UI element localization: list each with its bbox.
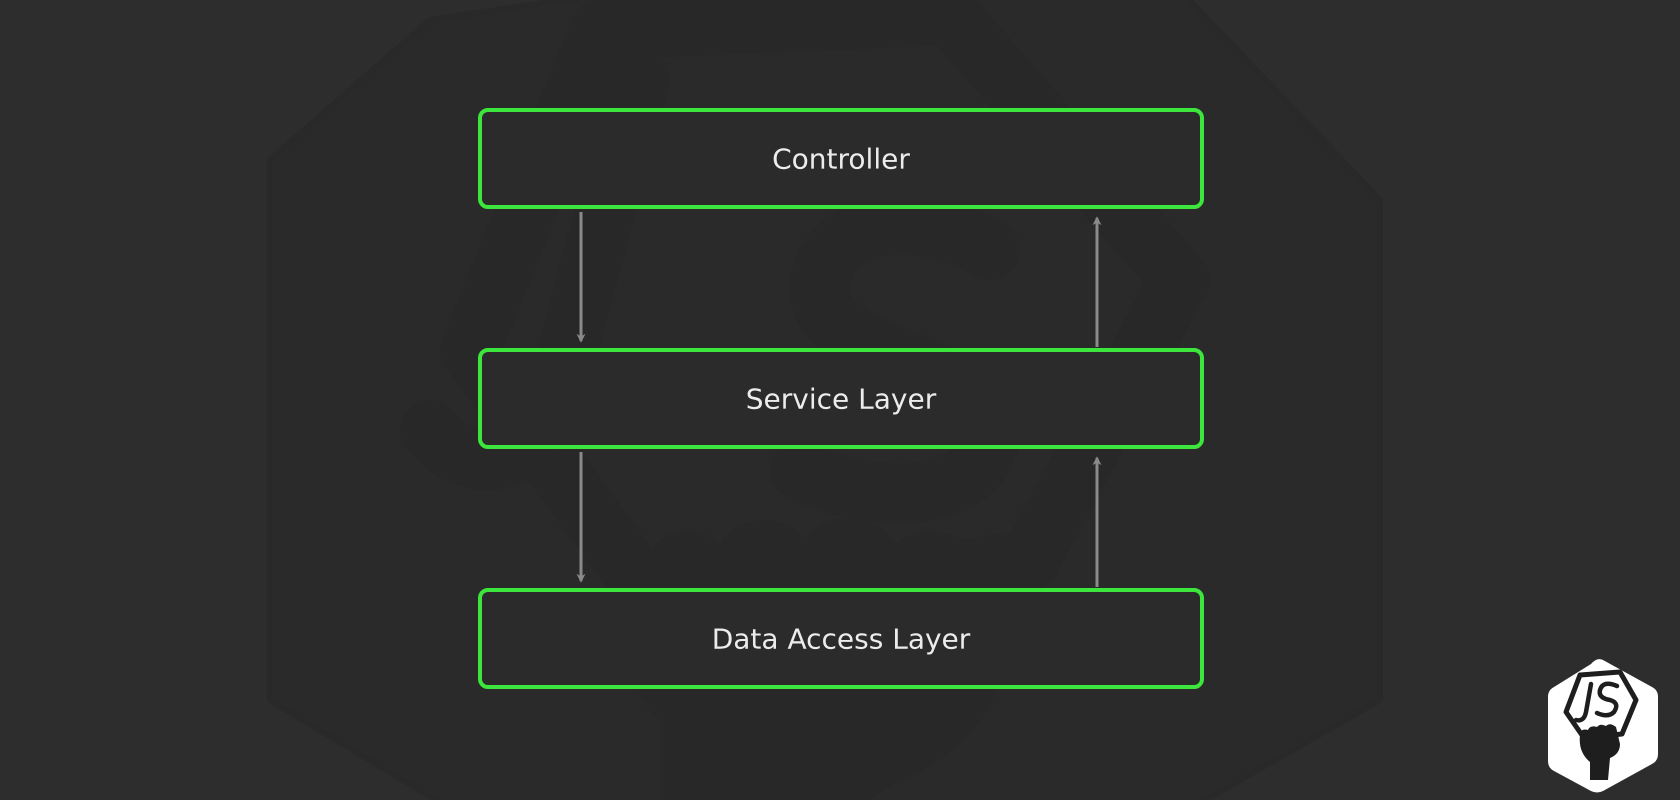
controller-box: Controller — [478, 108, 1204, 209]
controller-label: Controller — [772, 143, 910, 176]
data-access-layer-box: Data Access Layer — [478, 588, 1204, 689]
service-layer-label: Service Layer — [746, 383, 937, 416]
service-layer-box: Service Layer — [478, 348, 1204, 449]
data-access-layer-label: Data Access Layer — [712, 623, 971, 656]
